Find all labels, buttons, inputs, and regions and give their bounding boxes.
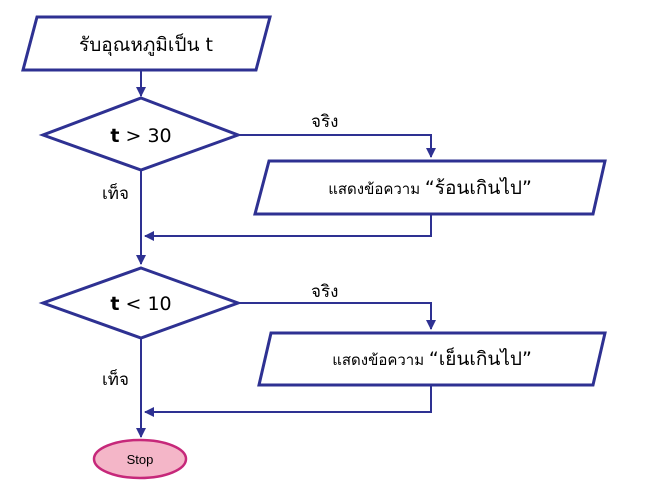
connector-decision-1-true: [238, 134, 436, 158]
stop-terminator: Stop: [92, 438, 188, 480]
output-2-prefix: แสดงข้อความ: [332, 351, 429, 369]
input-box: รับอุณหภูมิเป็น t: [21, 15, 272, 72]
output-1-prefix: แสดงข้อความ: [328, 180, 425, 198]
decision-1-true-label: จริง: [311, 112, 338, 132]
stop-terminator-text: Stop: [127, 452, 154, 467]
decision-2-false-label: เท็จ: [102, 368, 129, 390]
decision-2: t < 10: [38, 266, 243, 340]
output-2-text: แสดงข้อความ “เย็นเกินไป”: [332, 346, 532, 370]
decision-1-var: t: [110, 125, 119, 147]
input-parallelogram-shape: [21, 15, 272, 72]
decision-2-condition: t < 10: [110, 293, 171, 315]
output-1-parallelogram-shape: [253, 159, 607, 216]
connector-decision-2-true: [238, 302, 436, 330]
decision-1: t > 30: [38, 96, 243, 172]
connector-output-1-return: [144, 214, 432, 241]
decision-1-condition: t > 30: [110, 125, 171, 147]
decision-2-var: t: [110, 293, 119, 315]
output-2-parallelogram-shape: [257, 331, 607, 387]
output-1-quoted: “ร้อนเกินไป”: [425, 177, 532, 199]
connector-output-2-return: [144, 385, 432, 417]
output-box-1: แสดงข้อความ “ร้อนเกินไป”: [253, 159, 607, 216]
decision-1-false-label: เท็จ: [102, 182, 129, 204]
output-box-2: แสดงข้อความ “เย็นเกินไป”: [257, 331, 607, 387]
output-1-text: แสดงข้อความ “ร้อนเกินไป”: [328, 177, 532, 199]
decision-2-true-label: จริง: [311, 282, 338, 302]
decision-2-op: < 10: [119, 293, 171, 315]
stop-terminator-shape: [92, 438, 188, 480]
output-2-quoted: “เย็นเกินไป”: [429, 346, 532, 370]
input-box-text: รับอุณหภูมิเป็น t: [79, 32, 213, 57]
decision-1-op: > 30: [119, 125, 171, 147]
